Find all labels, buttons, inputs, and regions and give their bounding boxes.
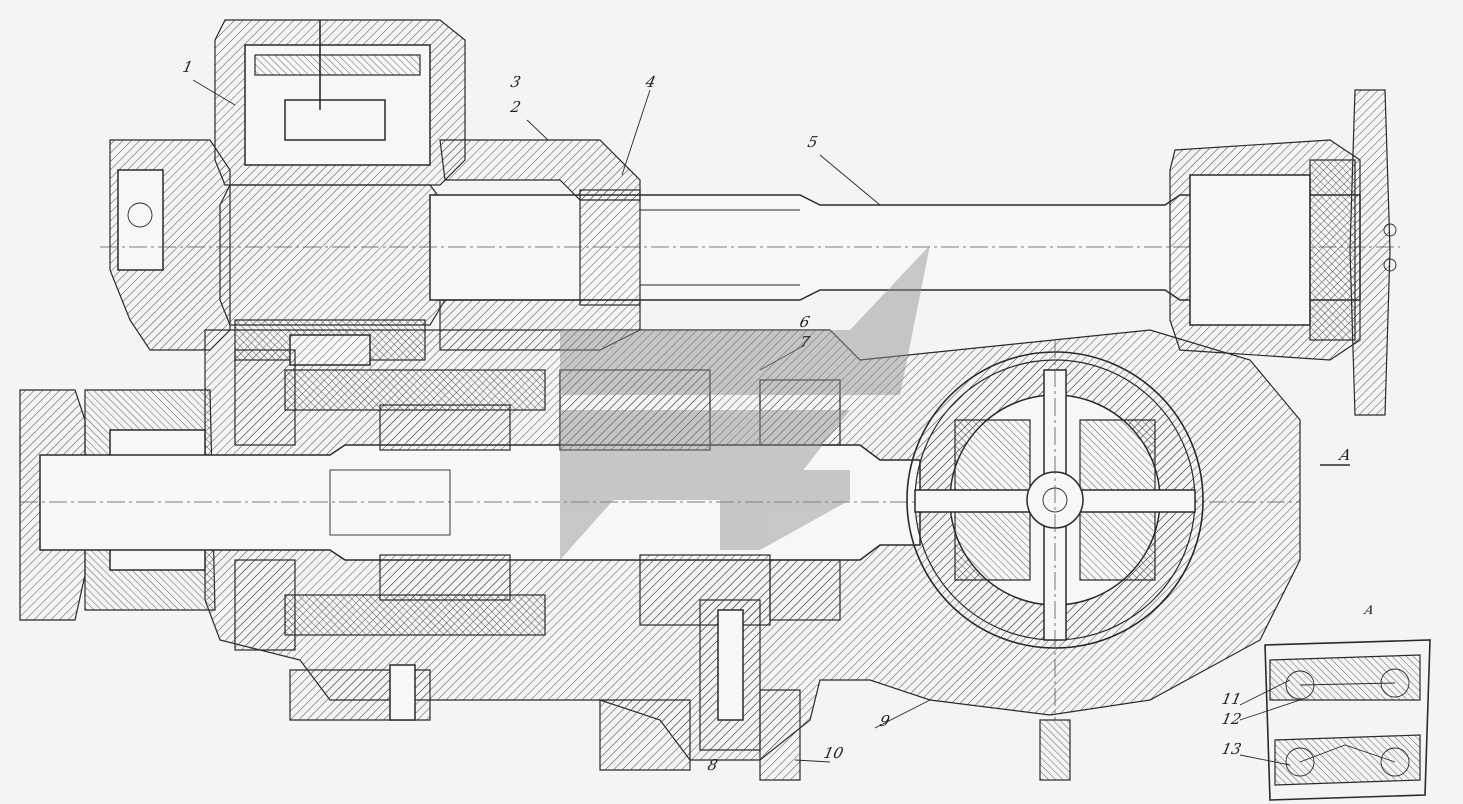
callout-10: 10 <box>822 744 846 762</box>
view-a-inset <box>1264 639 1431 801</box>
upper-left-cover <box>109 139 231 351</box>
leader-lines <box>192 79 1350 766</box>
upper-axle-shaft <box>100 189 1400 306</box>
lower-pinion-housing <box>599 599 1071 781</box>
callout-11: 11 <box>1220 690 1244 708</box>
callout-12: 12 <box>1220 710 1244 728</box>
differential <box>906 340 1204 720</box>
watermark-logo <box>560 245 930 560</box>
upper-gear-housing <box>214 19 466 186</box>
bottom-flange <box>289 664 431 721</box>
callout-13: 13 <box>1220 740 1244 758</box>
right-hub-flange <box>1169 89 1397 416</box>
